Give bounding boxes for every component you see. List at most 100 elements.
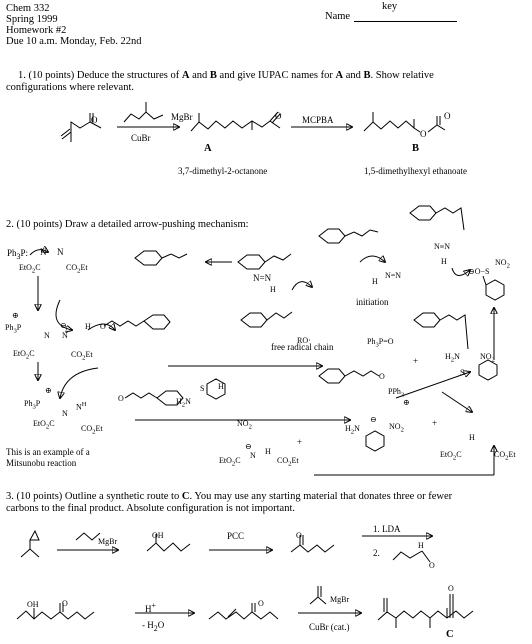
q2-betaine-plus: ⊕ bbox=[12, 311, 19, 320]
q2-hydrazide-ester-right: CO2Et bbox=[277, 456, 299, 468]
q3-acid: H+ bbox=[145, 601, 157, 614]
name-value: key bbox=[382, 1, 398, 12]
q2-arrow-diag-2 bbox=[395, 372, 470, 399]
q2-curved-4 bbox=[55, 299, 72, 330]
q2-sulfonamide-h2n: H2N bbox=[176, 397, 191, 409]
q3-pcc: PCC bbox=[227, 531, 245, 541]
name-underline bbox=[354, 21, 457, 22]
q2-ph3po: Ph3P=O bbox=[367, 337, 394, 349]
q2-hydrazide-n: N bbox=[250, 451, 256, 460]
q3-water: - H2O bbox=[142, 620, 165, 633]
q2-betaine-ester-right: CO2Et bbox=[71, 350, 93, 362]
q2-nitrobenzene-sulfinate bbox=[482, 275, 505, 301]
q2-dead-ester-right: CO2Et bbox=[66, 263, 88, 275]
q2-hydrazine-h2n: H2N bbox=[445, 352, 460, 364]
q2-phosphonium-ester: EtO2C bbox=[33, 419, 55, 431]
q3-aldehyde-o: O bbox=[429, 561, 435, 570]
q2-curved-7 bbox=[451, 267, 470, 276]
q2-plus-2: + bbox=[413, 356, 419, 366]
assignment-title: Homework #2 bbox=[6, 25, 67, 36]
q3-aldol-oh: OH bbox=[27, 600, 39, 609]
q3-propanal bbox=[392, 550, 423, 561]
q2-mitsunobu-note-2: Mitsunobu reaction bbox=[6, 458, 77, 468]
course-title: Chem 332 bbox=[6, 3, 50, 14]
q2-hydrazine-alkyl bbox=[413, 312, 469, 350]
q3-step2: 2. bbox=[373, 548, 380, 558]
q2-prompt: 2. (10 points) Draw a detailed arrow-pus… bbox=[6, 219, 249, 230]
q2-phosphonium-ph3p: Ph3P bbox=[24, 399, 41, 411]
q2-product-h: H bbox=[469, 433, 475, 442]
q2-phosphonium-plus: ⊕ bbox=[45, 386, 52, 395]
q1-name-B: 1,5-dimethylhexyl ethanoate bbox=[364, 166, 467, 176]
q1-cubr-label: CuBr bbox=[131, 133, 151, 143]
q2-sulfonamide-no2: NO2 bbox=[237, 419, 252, 431]
q1-starting-material bbox=[60, 113, 102, 142]
q1-product-B bbox=[363, 112, 446, 133]
q2-sulfonamide-ring bbox=[206, 378, 226, 400]
q2-diazene-top-h: H bbox=[441, 257, 447, 266]
q2-hydrazide2: H2N bbox=[345, 424, 360, 436]
q1-product-B-label: B bbox=[412, 143, 420, 154]
q1-grignard-label: MgBr bbox=[171, 112, 193, 122]
q3-product-C bbox=[377, 594, 474, 628]
name-label: Name bbox=[325, 11, 351, 22]
q2-alcohol-o: O bbox=[100, 322, 106, 331]
q3-aldehyde-h: H bbox=[418, 541, 424, 550]
q3-enone bbox=[208, 603, 279, 620]
q2-betaine-minus: ⊖ bbox=[60, 321, 67, 330]
q2-alkoxide-o: O bbox=[118, 394, 124, 403]
q2-dead-ester-left: EtO2C bbox=[19, 263, 41, 275]
q2-curved-5 bbox=[60, 367, 99, 398]
q2-betaine-ph3p: Ph3P bbox=[5, 323, 22, 335]
q2-phosphonium-nh: NH bbox=[76, 401, 87, 412]
q2-butylcyclohexane bbox=[134, 250, 188, 266]
q2-ro-radical: RO· bbox=[297, 336, 311, 345]
q3-ketone-o: O bbox=[296, 531, 302, 540]
q2-sulfonamide-h: H bbox=[218, 382, 224, 391]
q2-alkoxy-cyclohexyl bbox=[103, 314, 171, 330]
q1-B-ether-O: O bbox=[420, 129, 427, 139]
q3-cubr-cat: CuBr (cat.) bbox=[309, 622, 350, 632]
q1-prompt: 1. (10 points) Deduce the structures of … bbox=[18, 70, 434, 81]
q3-C-o: O bbox=[448, 584, 454, 593]
q2-pph3-plus: ⊕ bbox=[403, 398, 410, 407]
q2-hydrazide2-ring bbox=[365, 430, 385, 452]
q2-initiation: initiation bbox=[356, 297, 389, 307]
q2-sulfinate-no2: NO2 bbox=[495, 258, 510, 270]
q2-arrow-diag bbox=[441, 391, 472, 412]
q2-diazene-top-chain bbox=[409, 205, 465, 231]
q3-oh-1: OH bbox=[152, 531, 164, 540]
q3-ketone bbox=[290, 535, 335, 553]
q2-diimide-h: H bbox=[270, 285, 276, 294]
q1-prompt-line2: configurations where relevant. bbox=[6, 82, 134, 93]
q3-enone-o: O bbox=[258, 599, 264, 608]
q2-vinyl-chain-top bbox=[318, 228, 379, 244]
q2-curved-1 bbox=[291, 282, 312, 291]
term: Spring 1999 bbox=[6, 14, 58, 25]
q2-phosphonium-ester-right: CO2Et bbox=[81, 424, 103, 436]
q2-curved-3 bbox=[29, 250, 48, 256]
q2-betaine-n2: N bbox=[62, 331, 68, 340]
q2-radical-chain-cyclohexane bbox=[240, 311, 293, 328]
q1-product-A bbox=[190, 111, 281, 132]
q2-plus-1: + bbox=[297, 437, 303, 447]
q3-propyl-mgbr bbox=[75, 532, 101, 541]
q2-hydrazine-no2: NO2 bbox=[480, 352, 495, 364]
due-date: Due 10 a.m. Monday, Feb. 22nd bbox=[6, 36, 142, 47]
q2-sulfinate-o: ⊖O−S bbox=[468, 267, 490, 276]
q3-aldol-product bbox=[16, 603, 95, 620]
q2-hydrazide-minus: ⊖ bbox=[245, 442, 252, 451]
q3-aldol-o: O bbox=[62, 599, 68, 608]
q2-diimide-n: N=N bbox=[253, 273, 272, 283]
q2-pph3-o: O bbox=[379, 372, 385, 381]
q2-hydrazide-ester-left: EtO2C bbox=[219, 456, 241, 468]
q2-ph3p: Ph3P: bbox=[7, 248, 29, 261]
q2-mitsunobu-note-1: This is an example of a bbox=[6, 447, 90, 457]
q2-free-radical-chain: free radical chain bbox=[271, 342, 334, 352]
q2-phosphonium-n: N bbox=[62, 409, 68, 418]
q2-diazene-top: N≡N bbox=[434, 242, 451, 251]
q2-hydrazine-s: S bbox=[460, 368, 465, 377]
q2-radical-intermediate bbox=[237, 253, 292, 270]
q3-prompt: 3. (10 points) Outline a synthetic route… bbox=[6, 491, 453, 502]
